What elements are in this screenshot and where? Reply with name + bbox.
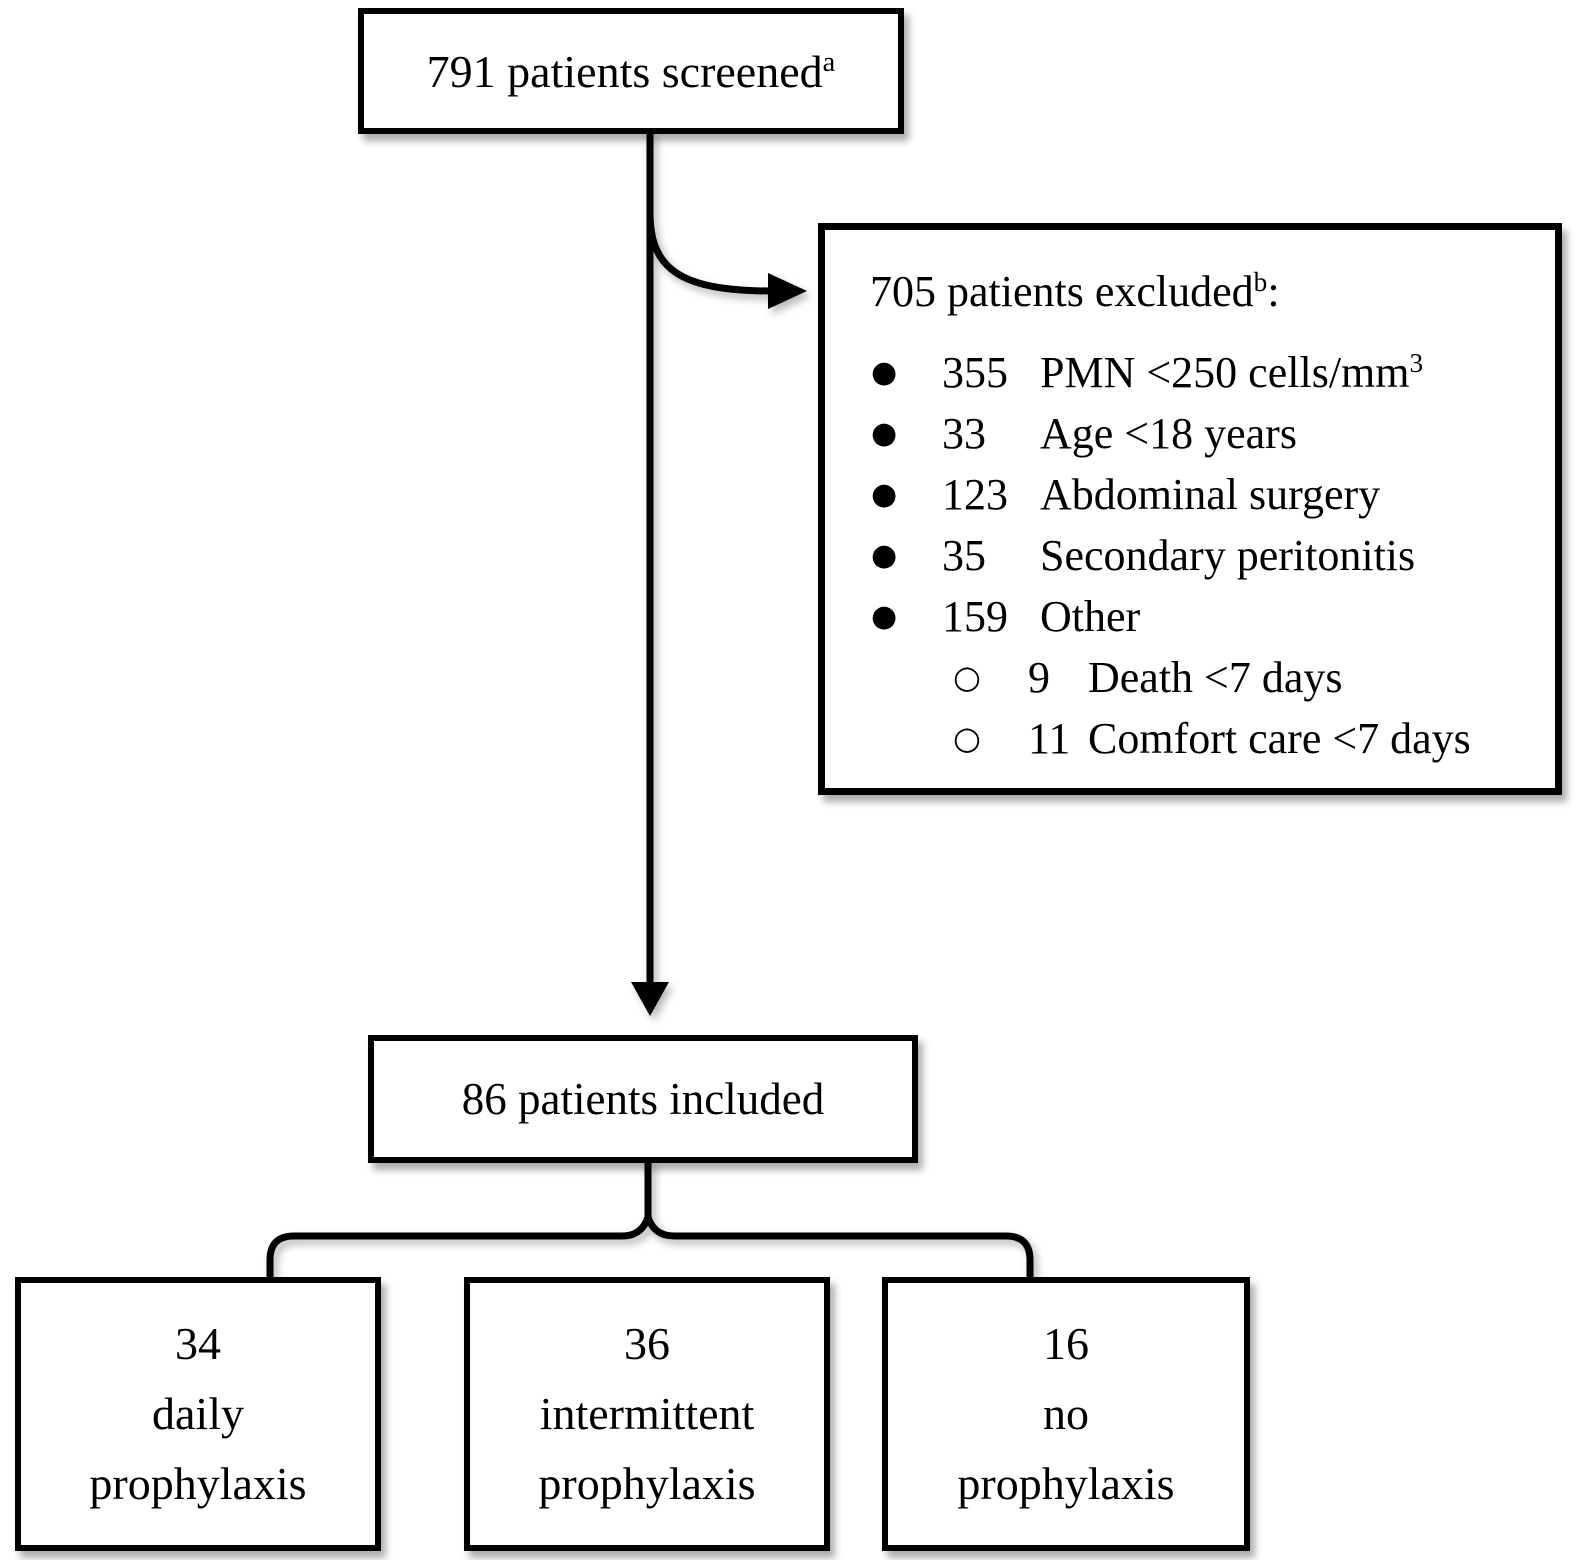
arm-box-daily-prophylaxis: 34 daily prophylaxis <box>15 1277 381 1551</box>
excluded-box-content: 705 patients excludedb: ● 355 PMN <250 c… <box>825 230 1555 788</box>
arm-box-intermittent-prophylaxis: 36 intermittent prophylaxis <box>464 1277 830 1551</box>
arm-label-line: daily <box>152 1388 244 1439</box>
excluded-item: ● 123 Abdominal surgery <box>825 464 1555 525</box>
excluded-item-superscript: 3 <box>1409 348 1424 378</box>
excluded-box: 705 patients excludedb: ● 355 PMN <250 c… <box>818 223 1562 795</box>
screened-box: 791 patients screeneda <box>358 8 904 134</box>
arm-box-no-prophylaxis: 16 no prophylaxis <box>882 1277 1250 1551</box>
bullet-icon: ● <box>871 538 898 573</box>
excluded-sub-item-count: 9 <box>1028 653 1050 702</box>
excluded-item-label: PMN <250 cells/mm3 <box>1040 342 1423 403</box>
excluded-item-label-text: Abdominal surgery <box>1040 470 1381 519</box>
right-arrowhead-icon <box>768 273 807 309</box>
excluded-item-label-text: Age <18 years <box>1040 409 1297 458</box>
excluded-sub-item: ○ 9 Death <7 days <box>825 647 1555 708</box>
arm-label-line: prophylaxis <box>538 1458 756 1509</box>
excluded-title-suffix: : <box>1267 267 1280 316</box>
excluded-item: ● 35 Secondary peritonitis <box>825 525 1555 586</box>
branch-bracket <box>266 1205 1034 1278</box>
excluded-item-label-text: Other <box>1040 592 1141 641</box>
screened-text: 791 patients screened <box>426 45 823 97</box>
bullet-icon: ● <box>871 477 898 512</box>
excluded-footnote-marker: b <box>1253 267 1268 297</box>
bullet-icon: ● <box>871 416 898 451</box>
exclusion-curved-arrow <box>646 211 773 295</box>
excluded-item-count: 123 <box>942 470 1008 519</box>
arm-label-line: prophylaxis <box>957 1458 1175 1509</box>
excluded-title-text: 705 patients excluded <box>870 267 1254 316</box>
excluded-item-count: 355 <box>942 348 1008 397</box>
open-bullet-icon: ○ <box>953 719 981 757</box>
arm-label-line: no <box>1043 1388 1089 1439</box>
excluded-item-count: 35 <box>942 531 986 580</box>
excluded-sub-item-label: Comfort care <7 days <box>1088 714 1471 763</box>
included-box: 86 patients included <box>368 1035 918 1163</box>
bullet-icon: ● <box>871 599 898 634</box>
excluded-item: ● 159 Other <box>825 586 1555 647</box>
excluded-item-count: 159 <box>942 592 1008 641</box>
excluded-sub-item-count: 11 <box>1028 714 1071 763</box>
excluded-sub-item-label: Death <7 days <box>1088 653 1343 702</box>
excluded-sub-item: ○ 11 Comfort care <7 days <box>825 708 1555 769</box>
arm-label-line: prophylaxis <box>89 1458 307 1509</box>
excluded-item: ● 355 PMN <250 cells/mm3 <box>825 342 1555 403</box>
excluded-item: ● 33 Age <18 years <box>825 403 1555 464</box>
excluded-box-title: 705 patients excludedb: <box>870 266 1280 317</box>
excluded-item-label: Secondary peritonitis <box>1040 525 1415 586</box>
screened-box-label: 791 patients screeneda <box>427 45 836 98</box>
open-bullet-icon: ○ <box>953 658 981 696</box>
excluded-item-label-text: Secondary peritonitis <box>1040 531 1416 580</box>
arm-count: 16 <box>1043 1318 1089 1369</box>
excluded-item-label: Age <18 years <box>1040 403 1297 464</box>
arm-count: 34 <box>175 1318 221 1369</box>
excluded-item-count: 33 <box>942 409 986 458</box>
down-arrowhead-icon <box>631 982 669 1016</box>
excluded-item-label: Abdominal surgery <box>1040 464 1380 525</box>
screened-footnote-marker: a <box>822 46 836 78</box>
arm-count: 36 <box>624 1318 670 1369</box>
included-box-label: 86 patients included <box>461 1074 825 1124</box>
arm-label-line: intermittent <box>539 1388 755 1439</box>
bullet-icon: ● <box>871 355 898 390</box>
excluded-item-label-text: PMN <250 cells/mm <box>1040 348 1410 397</box>
excluded-item-label: Other <box>1040 586 1140 647</box>
